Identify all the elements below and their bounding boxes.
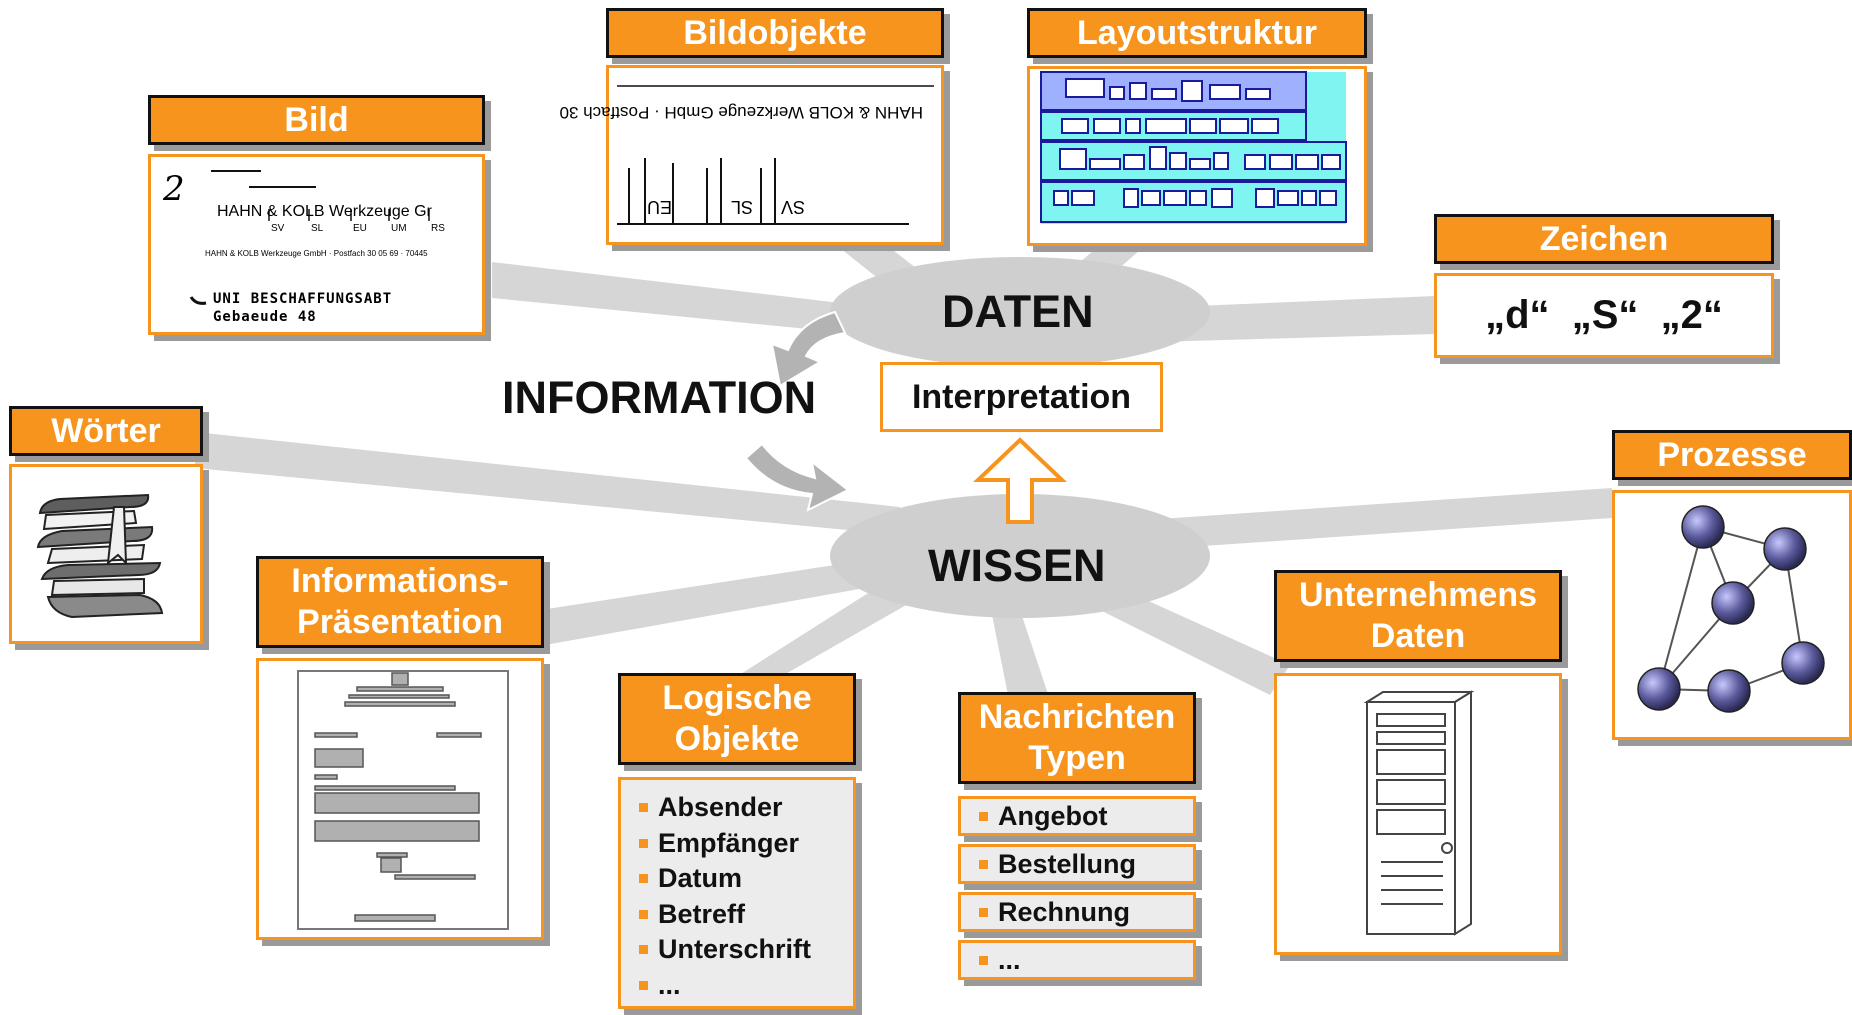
layoutstruktur-card: [1027, 66, 1367, 246]
list-item-label: Absender: [658, 792, 783, 823]
daten-label: DATEN: [942, 286, 1094, 337]
letter-scan: [189, 170, 430, 305]
nachrichten-typen-title: Nachrichten Typen: [958, 692, 1196, 784]
ray-bild: [492, 262, 900, 338]
layout-structure-drawing: [1040, 71, 1347, 224]
praesentation-title-line1: Informations-: [291, 562, 509, 601]
letter-number: 2: [163, 169, 185, 209]
list-item: Datum: [639, 861, 853, 897]
logische-objekte-title-line1: Logische: [662, 679, 812, 718]
unternehmensdaten-title-line2: Daten: [1370, 617, 1466, 655]
ray-woerter: [195, 432, 900, 535]
ray-praesentation: [540, 555, 910, 645]
zeichen-chars: „d“ „S“ „2“: [1434, 273, 1774, 358]
interpretation-box: Interpretation: [880, 362, 1163, 432]
wissen-label: WISSEN: [928, 540, 1106, 591]
bullet-icon: [639, 874, 648, 884]
fragment-sl: SL: [731, 197, 754, 217]
graph-node: [1707, 669, 1751, 713]
arrow-daten-to-information: [770, 310, 847, 388]
arrow-information-to-wissen: [744, 442, 850, 512]
bullet-icon: [639, 945, 648, 955]
bullet-icon: [639, 838, 648, 848]
server-icon: [1363, 690, 1475, 936]
graph-node: [1637, 667, 1681, 711]
message-type-label: Angebot: [998, 800, 1108, 831]
woerter-card: [9, 464, 203, 644]
arrow-wissen-to-interpretation: [973, 437, 1067, 524]
list-item-label: Unterschrift: [658, 934, 812, 965]
message-type-label: Bestellung: [998, 848, 1137, 879]
list-item: ...: [639, 968, 853, 1004]
unternehmensdaten-title: Unternehmens Daten: [1274, 570, 1562, 662]
letter-recipient-1: UNI BESCHAFFUNGSABT: [213, 291, 393, 307]
message-type-item: Bestellung: [958, 844, 1196, 884]
nachrichten-typen-title-line2: Typen: [1028, 739, 1126, 777]
list-item: Unterschrift: [639, 932, 853, 968]
list-item-label: Betreff: [658, 898, 746, 929]
code-label: SL: [311, 223, 324, 234]
daten-ellipse: [830, 257, 1210, 367]
logische-objekte-title-line2: Objekte: [674, 720, 800, 758]
logische-objekte-list: Absender Empfänger Datum Betreff Untersc…: [618, 777, 856, 1009]
bullet-icon: [639, 909, 648, 919]
list-item: Empfänger: [639, 826, 853, 862]
letter-company: HAHN & KOLB Werkzeuge Gr: [217, 203, 432, 220]
letter-sender-line: HAHN & KOLB Werkzeuge GmbH · Postfach 30…: [205, 249, 428, 258]
zeichen-title: Zeichen: [1434, 214, 1774, 264]
praesentation-card: [256, 658, 544, 940]
bullet-icon: [639, 980, 648, 990]
logische-objekte-title: Logische Objekte: [618, 673, 856, 765]
list-item-label: Datum: [658, 863, 743, 894]
nachrichten-typen-title-line1: Nachrichten: [978, 698, 1176, 737]
code-label: EU: [353, 223, 367, 234]
code-label: RS: [431, 223, 445, 234]
bild-title: Bild: [148, 95, 485, 145]
list-item: Absender: [639, 790, 853, 826]
prozesse-card: [1612, 490, 1852, 740]
message-type-item: Rechnung: [958, 892, 1196, 932]
wissen-ellipse: [830, 494, 1210, 618]
message-type-item: ...: [958, 940, 1196, 980]
bildobjekte-card: HAHN & KOLB Werkzeuge GmbH · Postfach 30…: [560, 65, 944, 245]
letter-recipient-2: Gebaeude 48: [213, 309, 317, 325]
bullet-icon: [979, 859, 988, 869]
document-layout-icon: [297, 670, 509, 930]
praesentation-title-line2: Präsentation: [297, 603, 503, 641]
message-type-item: Angebot: [958, 796, 1196, 836]
list-item: Betreff: [639, 897, 853, 933]
letter-codes: SV SL EU UM RS: [271, 223, 445, 234]
image-objects-drawing: [617, 85, 934, 225]
bullet-icon: [639, 803, 648, 813]
bullet-icon: [979, 955, 988, 965]
graph-node: [1781, 641, 1825, 685]
books-icon: [36, 493, 164, 619]
list-item-label: Empfänger: [658, 827, 800, 858]
fragment-sv: SV: [781, 197, 806, 217]
fragment-eu: EU: [647, 197, 673, 217]
code-label: UM: [391, 223, 407, 234]
unternehmensdaten-title-line1: Unternehmens: [1298, 576, 1538, 615]
bild-card: 2 HAHN & KOLB Werkzeuge Gr SV SL EU UM RS HA…: [148, 154, 485, 335]
message-type-label: ...: [998, 944, 1021, 975]
list-item-label: ...: [658, 969, 681, 1000]
layoutstruktur-title: Layoutstruktur: [1027, 8, 1367, 58]
message-type-label: Rechnung: [998, 896, 1130, 927]
prozesse-title: Prozesse: [1612, 430, 1852, 480]
graph-node: [1681, 505, 1725, 549]
unternehmensdaten-card: [1274, 673, 1562, 955]
bullet-icon: [979, 907, 988, 917]
graph-node: [1763, 527, 1807, 571]
process-graph: [1637, 505, 1825, 713]
woerter-title: Wörter: [9, 406, 203, 456]
bullet-icon: [979, 811, 988, 821]
code-label: SV: [271, 223, 285, 234]
graph-node: [1711, 581, 1755, 625]
information-label: INFORMATION: [502, 372, 817, 423]
praesentation-title: Informations- Präsentation: [256, 556, 544, 648]
bildobjekte-title: Bildobjekte: [606, 8, 944, 58]
